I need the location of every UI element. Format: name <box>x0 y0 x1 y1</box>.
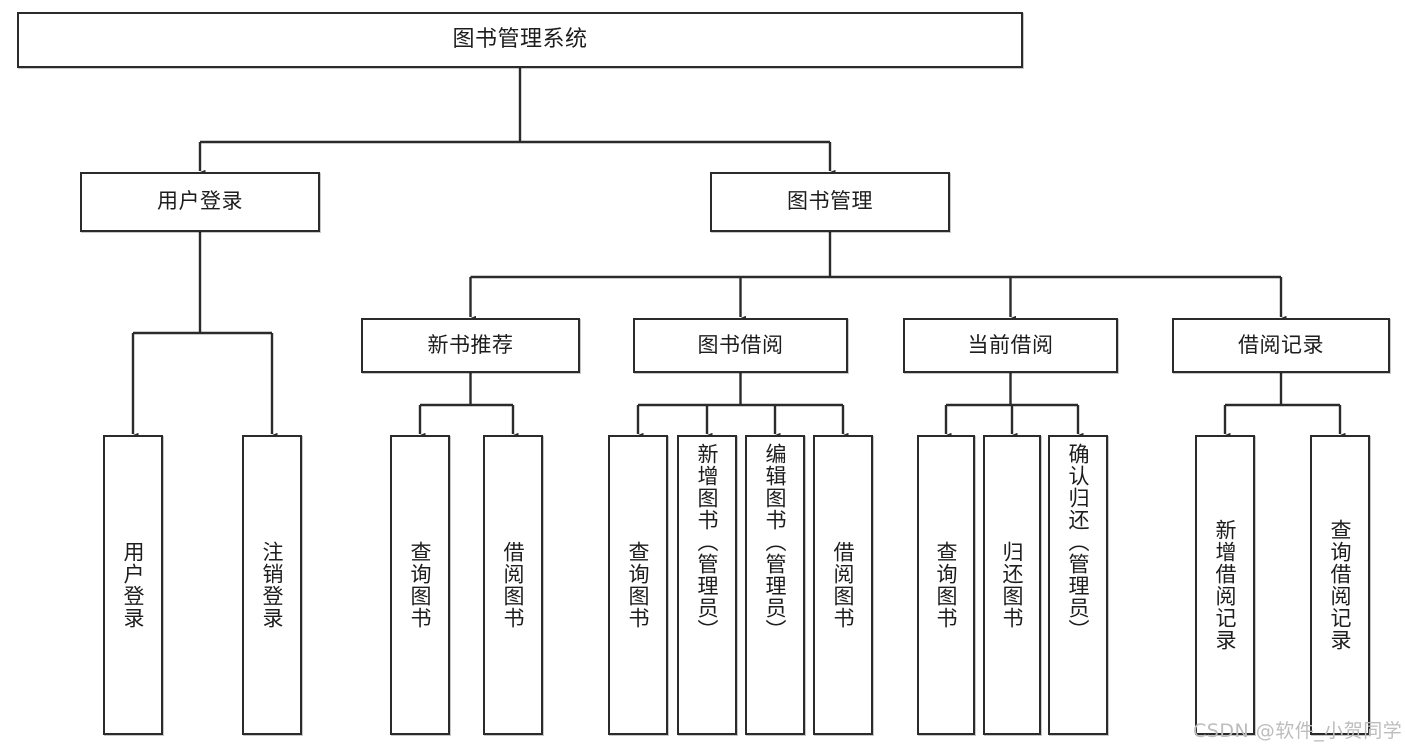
node-leaf-add-record[interactable]: 新增借阅记录 <box>1195 435 1255 735</box>
node-user-login[interactable]: 用户登录 <box>80 172 320 232</box>
node-leaf-add-record-label: 新增借阅记录 <box>1213 519 1238 651</box>
node-leaf-borrow-book-2-label: 借阅图书 <box>831 541 856 629</box>
node-leaf-borrow-book-2[interactable]: 借阅图书 <box>813 435 873 735</box>
node-leaf-confirm-return-label: 确认归还（管理员） <box>1066 443 1091 641</box>
node-borrow-record-label: 借阅记录 <box>1238 332 1324 357</box>
node-book-borrow-label: 图书借阅 <box>697 332 784 357</box>
node-leaf-query-book-2[interactable]: 查询图书 <box>608 435 668 735</box>
node-leaf-user-login-label: 用户登录 <box>121 541 146 629</box>
node-leaf-borrow-book-1[interactable]: 借阅图书 <box>483 435 543 735</box>
node-new-book-rec-label: 新书推荐 <box>427 332 514 357</box>
node-current-borrow-label: 当前借阅 <box>967 332 1054 357</box>
watermark: CSDN @软件_小贺同学 <box>1193 720 1403 742</box>
node-leaf-add-book-label: 新增图书（管理员） <box>695 443 720 641</box>
node-leaf-add-book[interactable]: 新增图书（管理员） <box>677 435 737 735</box>
node-leaf-user-logout[interactable]: 注销登录 <box>242 435 302 735</box>
node-leaf-edit-book-label: 编辑图书（管理员） <box>763 443 788 641</box>
node-leaf-user-login[interactable]: 用户登录 <box>103 435 163 735</box>
node-leaf-return-book[interactable]: 归还图书 <box>983 435 1041 735</box>
node-root-label: 图书管理系统 <box>452 26 588 52</box>
node-book-manage-label: 图书管理 <box>787 189 873 214</box>
node-leaf-confirm-return[interactable]: 确认归还（管理员） <box>1048 435 1108 735</box>
node-leaf-edit-book[interactable]: 编辑图书（管理员） <box>745 435 805 735</box>
node-leaf-query-book-3-label: 查询图书 <box>934 541 959 629</box>
node-user-login-label: 用户登录 <box>157 189 243 214</box>
node-leaf-query-book-2-label: 查询图书 <box>626 541 651 629</box>
node-book-borrow[interactable]: 图书借阅 <box>633 318 848 373</box>
node-current-borrow[interactable]: 当前借阅 <box>903 318 1118 373</box>
node-leaf-query-book-3[interactable]: 查询图书 <box>917 435 975 735</box>
node-leaf-query-record[interactable]: 查询借阅记录 <box>1310 435 1370 735</box>
node-leaf-query-record-label: 查询借阅记录 <box>1328 519 1353 651</box>
node-leaf-borrow-book-1-label: 借阅图书 <box>501 541 526 629</box>
node-borrow-record[interactable]: 借阅记录 <box>1172 318 1390 373</box>
node-new-book-rec[interactable]: 新书推荐 <box>361 318 580 373</box>
node-book-manage[interactable]: 图书管理 <box>710 172 950 232</box>
node-root[interactable]: 图书管理系统 <box>17 12 1023 68</box>
node-leaf-return-book-label: 归还图书 <box>1000 541 1025 629</box>
node-leaf-query-book-1[interactable]: 查询图书 <box>390 435 450 735</box>
node-leaf-query-book-1-label: 查询图书 <box>408 541 433 629</box>
node-leaf-user-logout-label: 注销登录 <box>260 541 285 629</box>
